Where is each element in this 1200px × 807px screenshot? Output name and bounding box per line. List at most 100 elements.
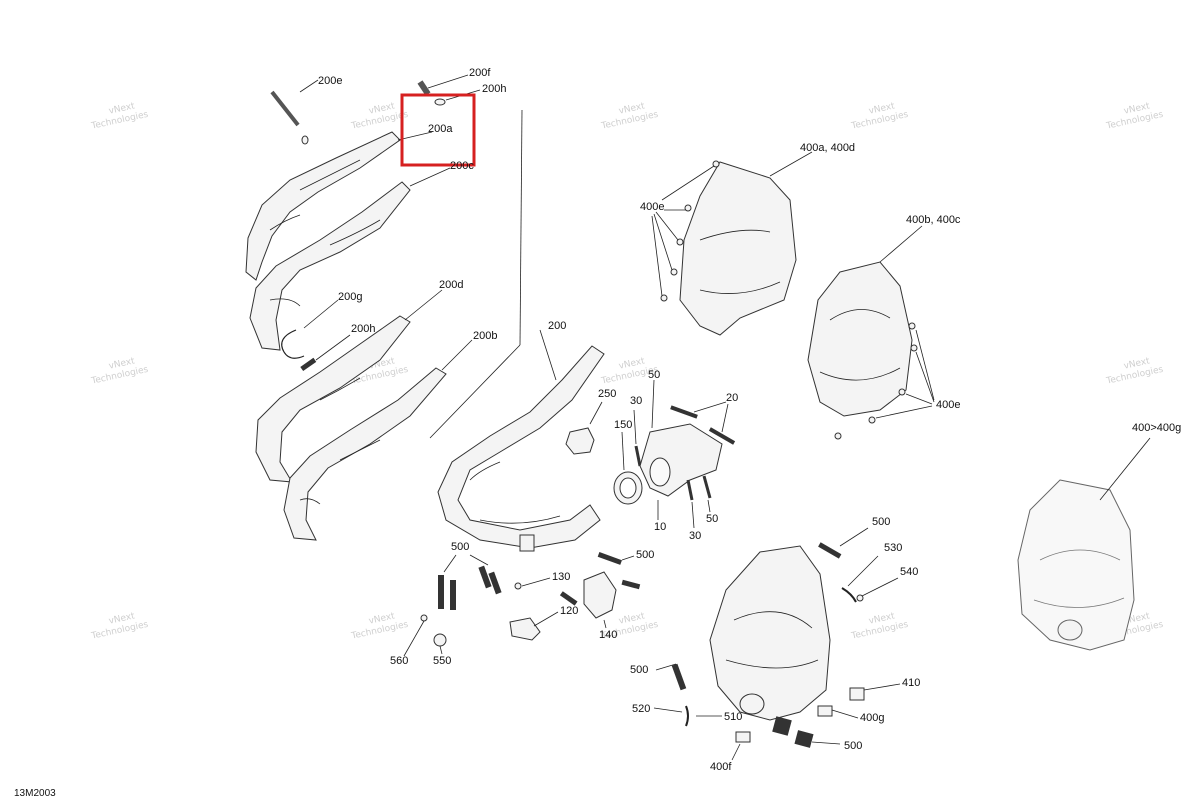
screw-540[interactable]: [856, 594, 864, 602]
label-250: 250: [598, 388, 616, 400]
label-200: 200: [548, 320, 566, 332]
heat-shield-400b[interactable]: [807, 261, 913, 417]
gasket-20a[interactable]: [670, 405, 698, 419]
fastener-200e[interactable]: [301, 135, 309, 145]
spring-500-c[interactable]: [478, 565, 492, 589]
label-500-e: 500: [844, 740, 862, 752]
label-400a-400d: 400a, 400d: [800, 142, 855, 154]
screw-400e-4[interactable]: [670, 268, 678, 276]
label-200d: 200d: [439, 279, 463, 291]
heat-shield-400a[interactable]: [679, 161, 797, 336]
bolt-30-bottom[interactable]: [686, 479, 694, 501]
label-200a: 200a: [428, 123, 453, 135]
muffler-assembly-outlet[interactable]: [1057, 619, 1083, 641]
complete-muffler: [1017, 437, 1151, 651]
label-500-d: 500: [630, 664, 648, 676]
label-540: 540: [900, 566, 918, 578]
screw-400e-10[interactable]: [834, 432, 842, 440]
label-200c: 200c: [450, 160, 474, 172]
label-400e-b: 400e: [936, 399, 960, 411]
screw-130[interactable]: [514, 582, 522, 590]
spring-500-a[interactable]: [438, 575, 444, 609]
center-assembly: [403, 345, 736, 657]
pipe-section-200c[interactable]: [249, 181, 411, 351]
label-500-a: 500: [451, 541, 469, 553]
clamp-ring-200g[interactable]: [281, 329, 305, 359]
muffler-assembly-400[interactable]: [1017, 479, 1135, 651]
label-130: 130: [552, 571, 570, 583]
pipe-section-200a[interactable]: [245, 131, 401, 281]
spring-500-f[interactable]: [621, 579, 641, 590]
label-560: 560: [390, 655, 408, 667]
label-530: 530: [884, 542, 902, 554]
muffler-400[interactable]: [709, 545, 831, 721]
clip-520[interactable]: [685, 705, 689, 727]
screw-400e-5[interactable]: [660, 294, 668, 302]
label-400-400g: 400>400g: [1132, 422, 1181, 434]
rod-200f[interactable]: [417, 80, 431, 96]
label-400b-400c: 400b, 400c: [906, 214, 961, 226]
screw-400e-8[interactable]: [898, 388, 906, 396]
screw-400e-3[interactable]: [676, 238, 684, 246]
label-150: 150: [614, 419, 632, 431]
label-140: 140: [599, 629, 617, 641]
muffler-group: [653, 527, 901, 761]
spring-500-k[interactable]: [671, 663, 687, 691]
label-500-b: 500: [636, 549, 654, 561]
pipe-group-left: [245, 74, 481, 541]
spring-500-e[interactable]: [597, 552, 622, 565]
bracket-200[interactable]: [519, 534, 535, 552]
bumper-400f[interactable]: [735, 731, 751, 743]
y-pipe-10[interactable]: [639, 423, 723, 497]
label-30-bottom: 30: [689, 530, 701, 542]
label-20: 20: [726, 392, 738, 404]
spring-500-b[interactable]: [450, 580, 456, 610]
spring-200h-top[interactable]: [434, 98, 446, 106]
bolt-50[interactable]: [702, 475, 712, 499]
screw-560[interactable]: [420, 614, 428, 622]
label-400g: 400g: [860, 712, 884, 724]
diagram-code: 13M2003: [14, 788, 56, 799]
spring-500-d[interactable]: [488, 571, 502, 595]
label-200f: 200f: [469, 67, 491, 79]
label-200e: 200e: [318, 75, 342, 87]
screw-400e-7[interactable]: [910, 344, 918, 352]
spring-500-g[interactable]: [559, 591, 578, 606]
screw-400e-6[interactable]: [908, 322, 916, 330]
screw-400e-2[interactable]: [684, 204, 692, 212]
spring-500-j[interactable]: [794, 730, 814, 748]
spring-500-i[interactable]: [772, 716, 792, 736]
label-550: 550: [433, 655, 451, 667]
part-250[interactable]: [565, 427, 595, 455]
heat-shields: [651, 151, 935, 440]
bumper-410[interactable]: [849, 687, 865, 701]
label-120: 120: [560, 605, 578, 617]
screw-400e-9[interactable]: [868, 416, 876, 424]
label-400f: 400f: [710, 761, 732, 773]
label-50-top: 50: [648, 369, 660, 381]
bumper-400g[interactable]: [817, 705, 833, 717]
screw-400e-1[interactable]: [712, 160, 720, 168]
clip-550[interactable]: [433, 633, 447, 647]
label-200h-top: 200h: [482, 83, 506, 95]
part-labels: 200e 200f 200h 200a 200c 200g 200h 200d …: [318, 67, 1181, 773]
label-500-c: 500: [872, 516, 890, 528]
pipe-assembly-200[interactable]: [437, 345, 605, 549]
pipe-section-200b[interactable]: [283, 367, 447, 541]
label-400e-a: 400e: [640, 201, 664, 213]
bolt-30-top[interactable]: [634, 445, 642, 467]
clip-530[interactable]: [841, 587, 857, 603]
spring-200h-mid[interactable]: [300, 357, 317, 372]
label-10: 10: [654, 521, 666, 533]
label-50-bottom: 50: [706, 513, 718, 525]
coupler-140[interactable]: [583, 571, 617, 619]
gasket-20b[interactable]: [708, 427, 736, 445]
bracket-120[interactable]: [509, 617, 541, 641]
spring-500-h[interactable]: [818, 542, 842, 559]
muffler-outlet[interactable]: [739, 693, 765, 715]
label-200h-mid: 200h: [351, 323, 375, 335]
rod-200e[interactable]: [270, 90, 300, 127]
label-410: 410: [902, 677, 920, 689]
